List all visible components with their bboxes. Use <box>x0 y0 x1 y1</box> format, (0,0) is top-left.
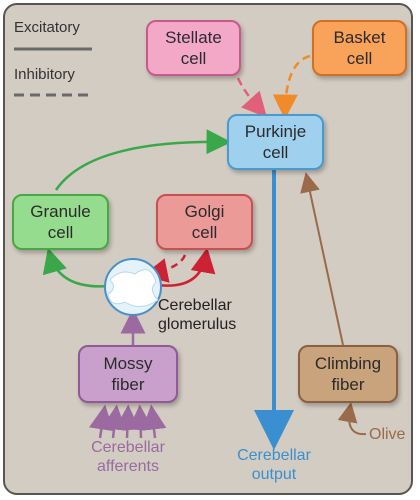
stellate-cell-node: Stellate cell <box>146 20 241 76</box>
glomerulus-shape <box>104 258 162 316</box>
glomerulus-label: Cerebellar glomerulus <box>158 297 237 333</box>
afferents-label: Cerebellar afferents <box>91 439 165 475</box>
granule-cell-node: Granule cell <box>12 194 109 250</box>
legend-excitatory-label: Excitatory <box>14 19 80 36</box>
stellate-to-purkinje-arrow <box>236 77 268 118</box>
climbing-fiber-node: Climbing fiber <box>298 345 398 403</box>
output-label: Cerebellar output <box>237 447 311 483</box>
glomerulus-to-golgi-arrow <box>157 247 216 287</box>
glomerulus-to-granule-arrow <box>42 247 111 288</box>
basket-to-purkinje-arrow <box>272 54 311 120</box>
olive-to-climbing-arrow <box>337 402 367 436</box>
climbing-to-purkinje-arrow <box>300 172 344 346</box>
legend-inhibitory-label: Inhibitory <box>14 66 75 83</box>
purkinje-cell-node: Purkinje cell <box>227 114 324 170</box>
afferent-arrows <box>88 404 167 439</box>
basket-cell-node: Basket cell <box>312 20 407 76</box>
golgi-cell-node: Golgi cell <box>156 194 253 250</box>
granule-to-purkinje-arrow <box>54 129 232 191</box>
olive-label: Olive <box>369 426 406 443</box>
mossy-fiber-node: Mossy fiber <box>78 345 178 403</box>
